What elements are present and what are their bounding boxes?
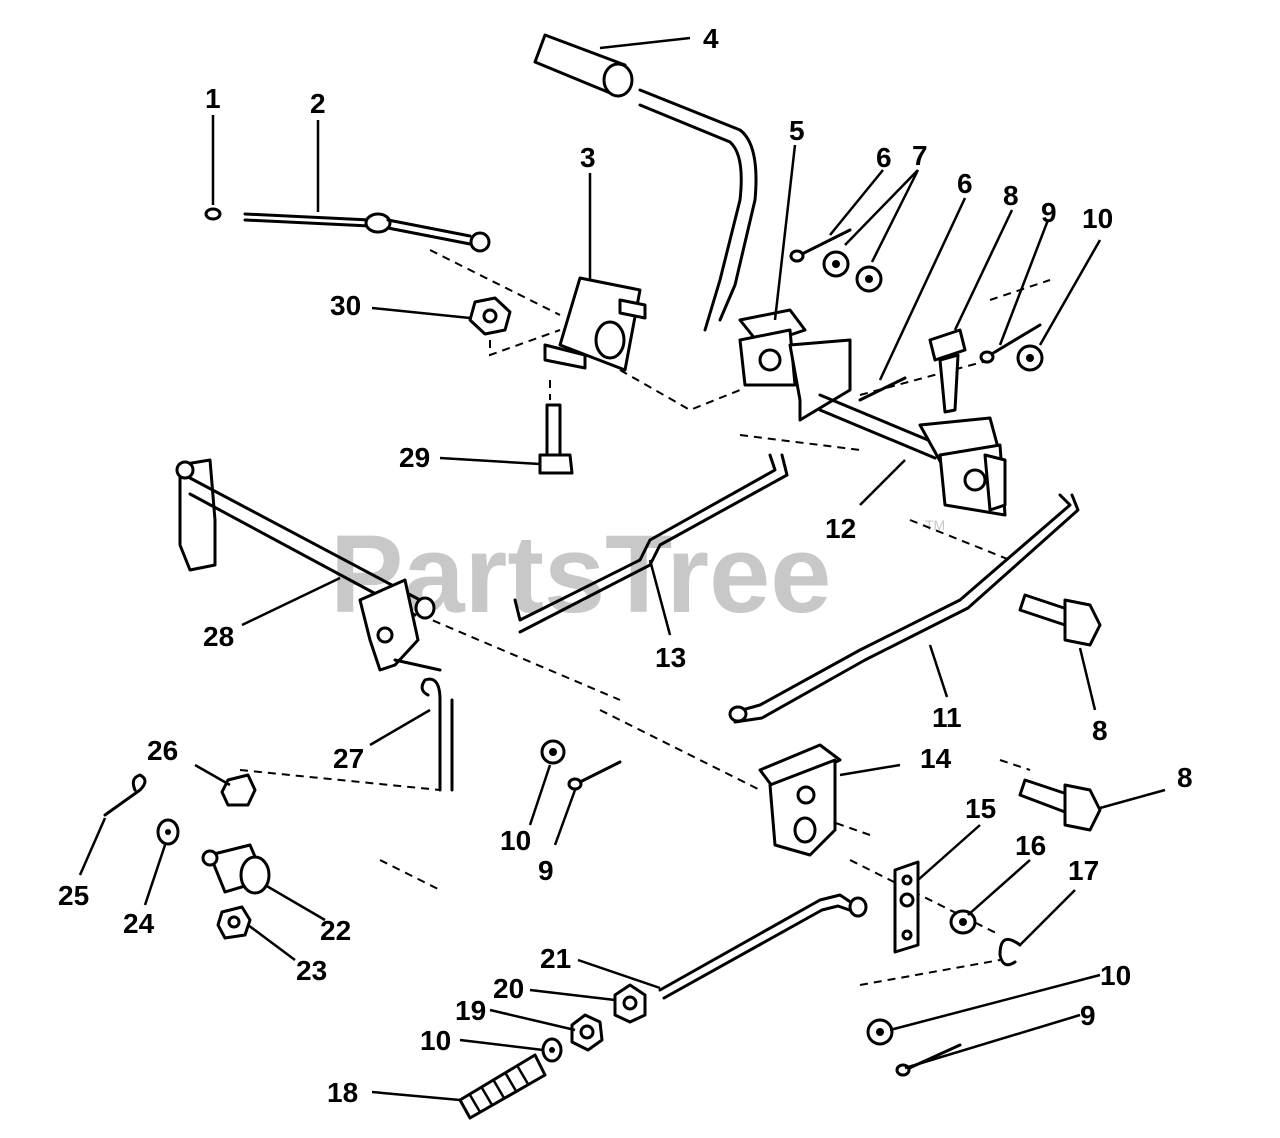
part-14-bracket bbox=[758, 743, 842, 857]
callout-23: 23 bbox=[296, 955, 327, 986]
callout-26: 26 bbox=[147, 735, 178, 766]
callout-9-middle: 9 bbox=[538, 855, 554, 886]
callout-7: 7 bbox=[912, 140, 928, 171]
callout-14: 14 bbox=[920, 743, 952, 774]
part-23-nut bbox=[216, 905, 252, 940]
callout-11: 11 bbox=[932, 702, 962, 733]
callout-13: 13 bbox=[655, 642, 686, 673]
callout-4: 4 bbox=[703, 23, 719, 54]
part-25-pin bbox=[103, 773, 147, 817]
watermark-trademark: TM bbox=[925, 517, 945, 533]
part-30-nut bbox=[468, 296, 512, 336]
callout-16: 16 bbox=[1015, 830, 1046, 861]
part-29-bolt bbox=[538, 403, 574, 475]
callout-3: 3 bbox=[580, 142, 596, 173]
callout-10-middle: 10 bbox=[500, 825, 531, 856]
part-8-bolt-upper bbox=[928, 328, 967, 414]
part-16-washer bbox=[949, 909, 977, 935]
callout-10-upper: 10 bbox=[1082, 203, 1113, 234]
part-2-rod bbox=[243, 212, 491, 253]
parts-9-10-lower bbox=[866, 1018, 962, 1077]
callout-9-lower: 9 bbox=[1080, 1000, 1096, 1031]
part-3-bracket bbox=[543, 276, 647, 372]
callout-8-upper: 8 bbox=[1003, 180, 1019, 211]
callout-29: 29 bbox=[399, 442, 430, 473]
callout-6-upper: 6 bbox=[876, 142, 892, 173]
part-21-threaded-rod bbox=[658, 893, 868, 1000]
callout-8-middle: 8 bbox=[1092, 715, 1108, 746]
part-15-plate bbox=[893, 860, 920, 954]
part-8-bolt-lower bbox=[1018, 778, 1102, 832]
part-12-shaft bbox=[818, 393, 1007, 517]
callout-9-upper: 9 bbox=[1041, 197, 1057, 228]
callout-6-right: 6 bbox=[957, 168, 973, 199]
callout-2: 2 bbox=[310, 88, 326, 119]
callout-18: 18 bbox=[327, 1077, 358, 1108]
parts-19-20-nuts bbox=[570, 983, 647, 1052]
callout-1: 1 bbox=[205, 83, 221, 114]
callout-10-lower-right: 10 bbox=[1100, 960, 1131, 991]
part-10-washer-lower bbox=[541, 1037, 563, 1063]
callout-21: 21 bbox=[540, 943, 571, 974]
part-8-bolt-middle bbox=[1018, 593, 1102, 647]
callout-28: 28 bbox=[203, 621, 234, 652]
part-28-shaft bbox=[175, 458, 442, 672]
callout-27: 27 bbox=[333, 743, 364, 774]
callout-24: 24 bbox=[123, 908, 155, 939]
callout-17: 17 bbox=[1068, 855, 1099, 886]
parts-9-10-middle bbox=[540, 739, 622, 791]
callout-15: 15 bbox=[965, 793, 996, 824]
callout-19: 19 bbox=[455, 995, 486, 1026]
part-4-grip bbox=[533, 33, 634, 98]
callout-numbers: 1 2 3 4 5 6 7 6 8 9 10 30 29 12 28 13 8 … bbox=[58, 23, 1193, 1108]
part-13-rod bbox=[513, 453, 789, 634]
callout-12: 12 bbox=[825, 513, 856, 544]
parts-6-7-pins-washers bbox=[789, 228, 907, 402]
callout-20: 20 bbox=[493, 973, 524, 1004]
part-22-ferrule bbox=[201, 843, 271, 895]
leader-lines bbox=[78, 36, 1166, 1102]
callout-22: 22 bbox=[320, 915, 351, 946]
part-24-washer bbox=[156, 818, 180, 846]
part-1-hairpin bbox=[204, 207, 222, 221]
part-11-rod bbox=[728, 493, 1080, 724]
lever-handle bbox=[638, 88, 758, 332]
part-26-nut bbox=[220, 773, 257, 807]
parts-9-10-upper bbox=[979, 323, 1044, 372]
callout-5: 5 bbox=[789, 115, 805, 146]
part-18-spring bbox=[458, 1053, 547, 1120]
callout-8-lower: 8 bbox=[1177, 762, 1193, 793]
part-17-e-clip bbox=[998, 937, 1022, 967]
part-27-hook-rod bbox=[420, 677, 454, 792]
callout-10-lower: 10 bbox=[420, 1025, 451, 1056]
part-5-lever-bracket bbox=[738, 308, 852, 422]
callout-25: 25 bbox=[58, 880, 89, 911]
callout-30: 30 bbox=[330, 290, 361, 321]
